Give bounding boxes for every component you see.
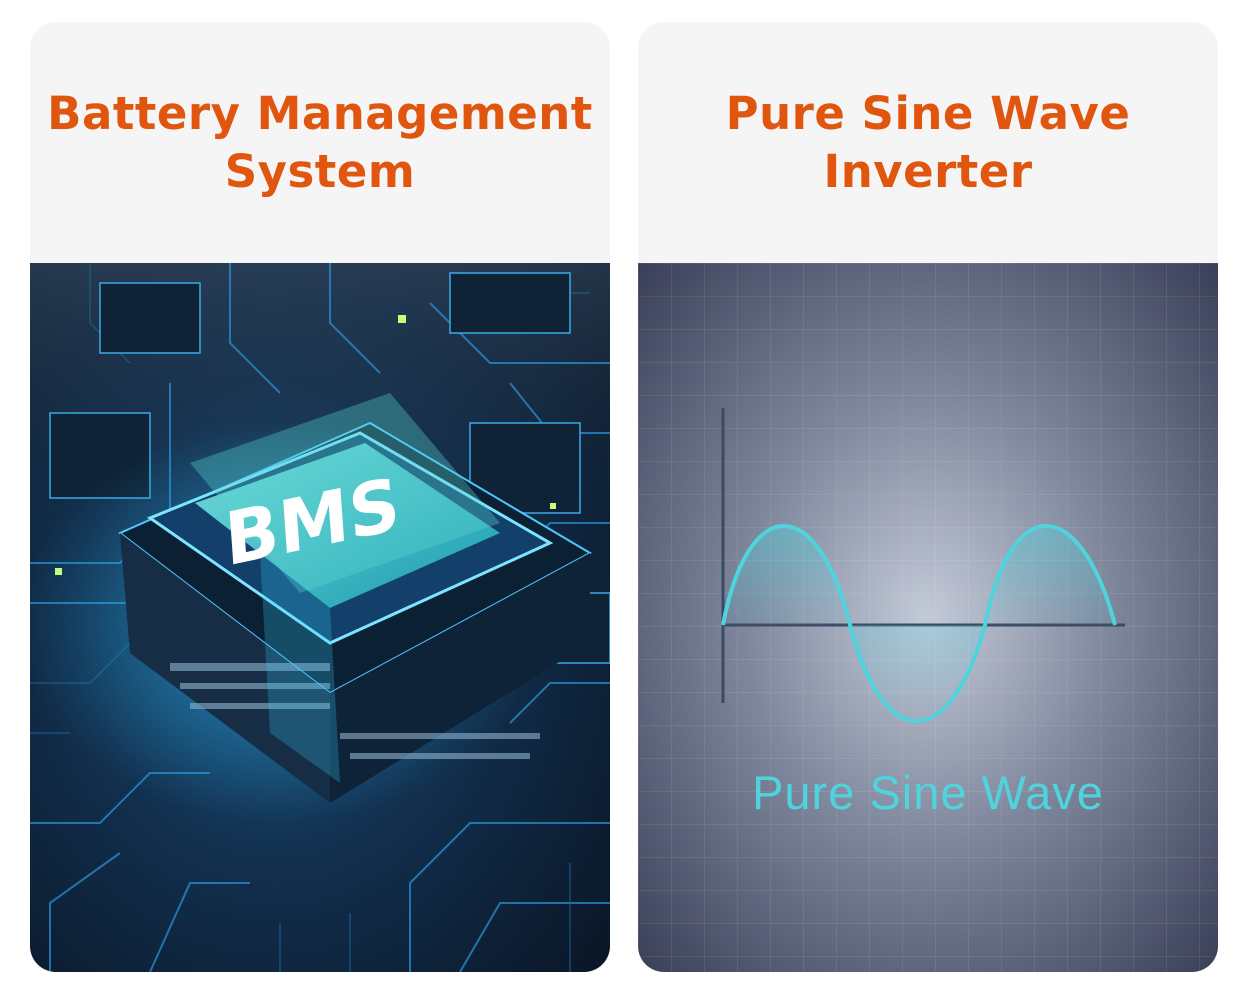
inverter-title-line1: Pure Sine Wave — [725, 86, 1131, 140]
bms-title-line2: System — [224, 144, 416, 198]
bms-card-title: Battery Management System — [30, 22, 610, 263]
wave-caption: Pure Sine Wave — [752, 766, 1104, 819]
inverter-card-title: Pure Sine Wave Inverter — [638, 22, 1218, 263]
inverter-title-line2: Inverter — [823, 144, 1033, 198]
bms-card: Battery Management System — [30, 22, 610, 972]
bms-chip-image: BMS — [30, 263, 610, 972]
sine-wave-curve — [721, 524, 1117, 723]
sine-wave-graphic: Pure Sine Wave — [638, 263, 1218, 972]
bms-title-line1: Battery Management — [47, 86, 593, 140]
wave-negative-fill — [850, 625, 985, 721]
inverter-card: Pure Sine Wave Inverter — [638, 22, 1218, 972]
